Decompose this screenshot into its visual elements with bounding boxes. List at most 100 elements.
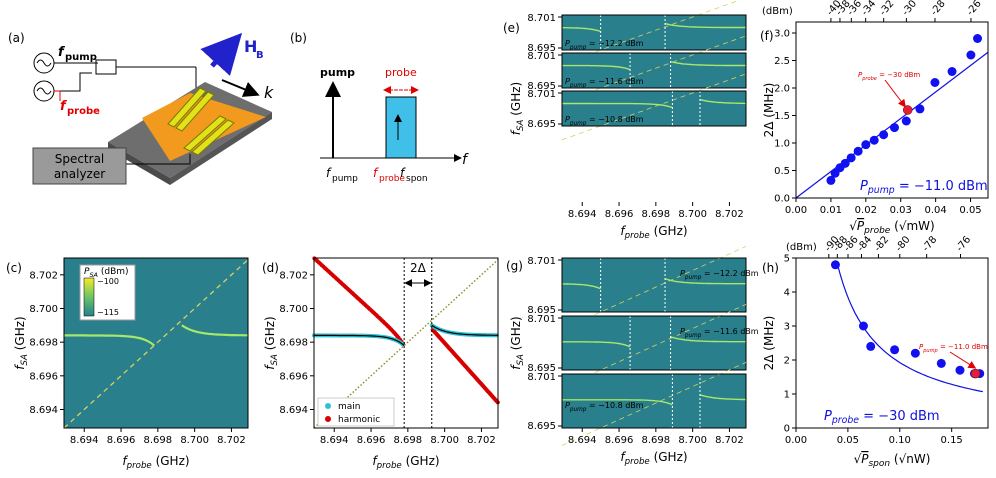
h-xtick-label: 0.10 [889,435,911,446]
e-strip-frame [561,14,747,51]
f-data-point [879,130,889,140]
f-toptick-label: -28 [929,0,948,18]
c-ytick-label: 8.696 [29,371,58,382]
h-ytick-label: 4 [784,288,790,299]
g-xlabel-rest: (GHz) [650,450,688,464]
d-xtick-label: 8.700 [430,435,459,446]
e-xtick-label: 8.694 [568,209,597,220]
h-ytick-label: 0 [784,424,790,435]
c-colorbar-label-sub: SA [89,271,98,279]
e-strip-frame [561,90,747,127]
c-xtick-label: 8.700 [180,435,209,446]
d-gap-label-bg [404,259,431,275]
g-ytick-label: 8.695 [527,421,556,432]
g-ylabel-sub: SA [516,354,526,365]
panel-label-c: (c) [6,261,22,275]
e-ytick-label: 8.701 [527,13,556,24]
g-ylabel-main: f [509,364,523,370]
c-map-harmonic-line [63,259,249,429]
f-data-point [889,123,899,133]
e-ytick-label: 8.701 [527,51,556,62]
e-strip-label-main: P [565,77,570,86]
e-strip-label-main: P [565,39,570,48]
k-label: k [264,83,274,102]
f-data-point [947,67,957,76]
panel-label-h: (h) [762,261,779,275]
h-xlabel: √Pspon (√nW) [854,452,931,469]
f-probe-label: f [60,99,68,114]
h-frame [795,257,989,429]
e-xlabel-rest: (GHz) [650,224,688,238]
c-colorbar-bar [83,277,95,317]
f-highlight-arrow [884,79,906,108]
e-strip-bg [562,53,746,88]
panel-label-f: (f) [760,29,774,43]
g-strip-label-sub: pump [684,333,702,339]
h-xtick-label: 0.15 [941,435,963,446]
c-colorbar-label: PSA (dBm) [84,267,129,279]
c-ytick-label: 8.700 [29,304,58,315]
d-ytick-label: 8.698 [279,338,308,349]
probe-box [385,96,417,159]
f-data-point [826,175,836,185]
e-ytick-label: 8.701 [527,89,556,100]
h-highlight-arrow [949,351,977,369]
h-toptick-label: -82 [872,234,891,254]
e-strip-label-sub: pump [569,121,587,127]
field-label-sub: B [256,50,264,61]
f-highlight-label-rest: = −30 dBm [877,71,921,79]
g-strip-branch-right [670,336,746,343]
g-xlabel-sub: probe [624,457,650,467]
f-xlabel-sub: probe [863,226,891,236]
e-ytick-label: 8.695 [527,43,556,54]
e-strip-bg [562,15,746,50]
g-ytick-label: 8.695 [527,363,556,374]
tick-f-probe: f [373,166,379,180]
pump-label: pump [320,66,355,79]
d-ytick-label: 8.694 [279,405,308,416]
f-data-point [930,78,940,87]
e-strip-label: Ppump = −10.8 dBm [565,115,644,127]
f-toptick-label: -30 [900,0,919,18]
c-ytick-label: 8.698 [29,338,58,349]
d-ytick-label: 8.700 [279,304,308,315]
tick-f-pump-sub: pump [332,174,358,184]
g-strip-label-sub: pump [684,275,702,281]
f-data-point [973,34,983,43]
c-xtick-label: 8.698 [144,435,173,446]
h-annotation-main: P [824,409,832,424]
f-xlabel-root: √ [849,219,857,233]
e-strip-harmonic-line [561,35,747,103]
d-legend-main-label: main [338,402,361,412]
f-toptick-label: -34 [860,0,879,18]
e-strip-bg [562,91,746,126]
d-fit-right [431,324,498,336]
panel-label-d: (d) [262,261,279,275]
f-data-point [869,135,879,145]
e-strip-harmonic-line [561,0,742,65]
f-frame [795,21,989,199]
f-data-point [966,50,976,60]
d-xlabel-main: f [372,454,378,468]
h-xtick-label: 0.05 [837,435,859,446]
g-ytick-label: 8.701 [527,372,556,383]
c-ylabel-main: f [13,364,27,370]
g-strip-frame [561,373,747,429]
g-strip-label: Ppump = −11.6 dBm [680,327,759,339]
magnetic-film [142,93,266,161]
f-pump-sub: pump [65,52,97,63]
g-ytick-label: 8.695 [527,305,556,316]
f-data-point [861,140,871,150]
g-strip-branch-left [562,399,673,406]
f-pump-label: f [58,45,66,60]
f-ytick-label: 2.0 [774,84,790,95]
g-ytick-label: 8.701 [527,256,556,267]
d-ylabel-main: f [263,364,277,370]
e-ylabel: fSA (GHz) [509,82,526,135]
d-ylabel: fSA (GHz) [263,316,280,369]
e-strip-frame [561,52,747,89]
